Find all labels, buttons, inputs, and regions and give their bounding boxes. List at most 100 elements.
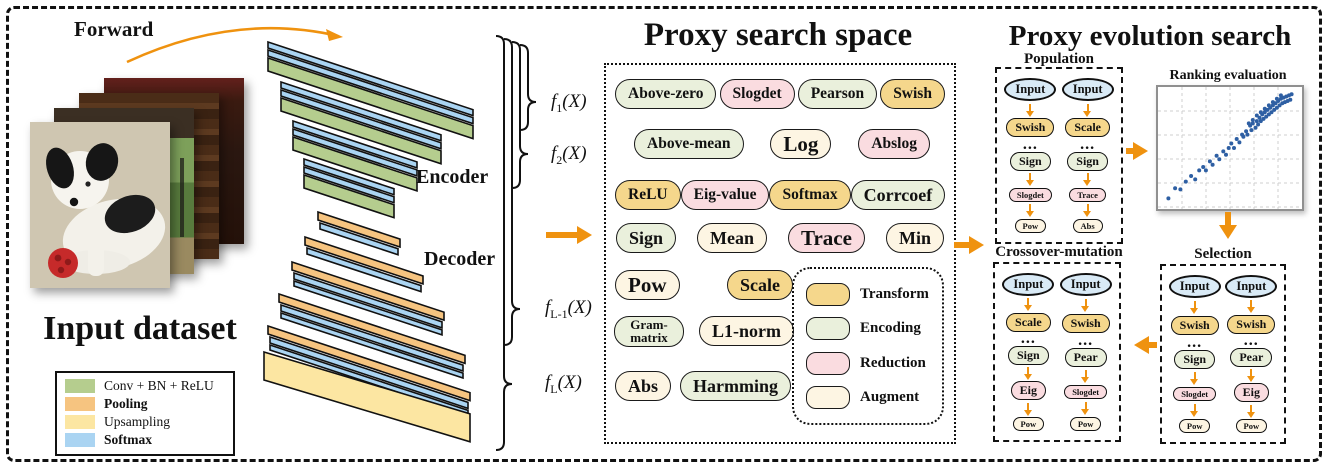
selection-label: Selection bbox=[1194, 246, 1252, 262]
chain-node-sign: Sign bbox=[1010, 151, 1051, 171]
chain-node-sign: Sign bbox=[1067, 151, 1108, 171]
category-legend-row: Reduction bbox=[806, 351, 942, 375]
network-layer bbox=[303, 173, 395, 219]
network-layer bbox=[280, 311, 464, 380]
network-layer bbox=[267, 56, 474, 140]
chain-arrow bbox=[1083, 173, 1092, 187]
network-layer bbox=[317, 210, 401, 249]
op-pill-swish: Swish bbox=[880, 79, 945, 109]
category-label: Transform bbox=[860, 285, 929, 302]
arrow-ranking-to-selection bbox=[1219, 212, 1237, 239]
chain-arrow bbox=[1246, 404, 1255, 418]
chain-arrow bbox=[1083, 204, 1092, 218]
network-layer bbox=[267, 48, 474, 125]
category-label: Augment bbox=[860, 389, 920, 406]
chain-node-abs: Abs bbox=[1072, 219, 1103, 233]
feature-map-label: f1(X) bbox=[551, 91, 587, 115]
chain-arrow bbox=[1246, 368, 1255, 382]
network-layer bbox=[280, 88, 442, 150]
chain-node-scale: Scale bbox=[1006, 312, 1051, 332]
category-label: Reduction bbox=[860, 354, 926, 371]
category-swatch bbox=[806, 386, 850, 410]
feature-map-label: f2(X) bbox=[551, 143, 587, 167]
chain-arrow bbox=[1081, 370, 1090, 383]
chain-node-swish: Swish bbox=[1170, 316, 1219, 335]
op-pill-eig-value: Eig-value bbox=[680, 180, 770, 210]
chain-node-input: Input bbox=[1225, 275, 1278, 298]
evolution-title: Proxy evolution search bbox=[1008, 20, 1292, 52]
chain-arrow bbox=[1025, 204, 1034, 218]
category-swatch bbox=[806, 351, 850, 375]
network-layer bbox=[267, 324, 471, 402]
chain-arrow bbox=[1083, 103, 1092, 117]
op-pill-l1-norm: L1-norm bbox=[699, 316, 794, 347]
ellipsis: ... bbox=[1243, 332, 1259, 350]
op-pill-min: Min bbox=[885, 223, 944, 253]
network-layer bbox=[304, 235, 424, 286]
chain-node-trace: Trace bbox=[1069, 187, 1106, 202]
chain-node-pow: Pow bbox=[1012, 417, 1045, 431]
chain-arrow bbox=[1190, 301, 1199, 314]
chain-arrow bbox=[1190, 404, 1199, 417]
op-pill-scale: Scale bbox=[727, 270, 793, 300]
legend-label: Pooling bbox=[104, 396, 148, 411]
chain-node-pow: Pow bbox=[1014, 219, 1047, 233]
network-layer bbox=[278, 292, 466, 365]
chain-node-slogdet: Slogdet bbox=[1064, 385, 1108, 399]
legend-swatch bbox=[65, 379, 95, 393]
chain-arrow bbox=[1025, 173, 1034, 187]
population-label: Population bbox=[1023, 51, 1095, 67]
arrow-selection-to-crossover bbox=[1134, 336, 1157, 354]
network-layer bbox=[280, 96, 442, 165]
network-legend-row: Softmax bbox=[65, 431, 227, 449]
feature-map-label: fL(X) bbox=[545, 372, 582, 396]
chain-arrow bbox=[1190, 372, 1199, 385]
ellipsis: ... bbox=[1080, 135, 1096, 153]
chain-node-pow: Pow bbox=[1235, 419, 1268, 433]
network-layer bbox=[269, 335, 469, 410]
op-pill-log: Log bbox=[770, 129, 832, 159]
network-legend-row: Pooling bbox=[65, 395, 227, 413]
op-pill-gram-matrix: Gram-matrix bbox=[614, 316, 684, 347]
pill-row: Gram-matrix L1-norm bbox=[614, 316, 794, 347]
network-layer bbox=[267, 40, 474, 117]
network-layer bbox=[280, 303, 464, 373]
chain-node-swish: Swish bbox=[1061, 314, 1110, 333]
ellipsis: ... bbox=[1078, 332, 1094, 349]
chain-node-input: Input bbox=[1004, 78, 1057, 101]
chain-node-swish: Swish bbox=[1006, 118, 1055, 138]
ellipsis: ... bbox=[1187, 334, 1203, 351]
chain-node-input: Input bbox=[1002, 273, 1055, 296]
chain-node-input: Input bbox=[1059, 273, 1112, 296]
forward-label: Forward bbox=[74, 17, 154, 41]
op-pill-softmax: Softmax bbox=[769, 180, 851, 210]
chain-node-eig: Eig bbox=[1233, 383, 1269, 403]
chain-arrow bbox=[1023, 366, 1032, 380]
ellipsis: ... bbox=[1020, 330, 1036, 348]
op-pill-slogdet: Slogdet bbox=[719, 79, 795, 109]
chain-node-slogdet: Slogdet bbox=[1173, 387, 1217, 401]
chain-arrow bbox=[1246, 300, 1255, 314]
network-layer bbox=[292, 119, 418, 170]
chain-node-eig: Eig bbox=[1010, 381, 1047, 401]
chain-node-pear: Pear bbox=[1230, 347, 1273, 367]
arrow-features-to-search-space bbox=[546, 226, 592, 244]
category-legend-row: Augment bbox=[806, 386, 942, 410]
chain-node-swish: Swish bbox=[1227, 314, 1276, 334]
network-layer bbox=[303, 165, 395, 204]
op-pill-above-mean: Above-mean bbox=[634, 129, 744, 159]
